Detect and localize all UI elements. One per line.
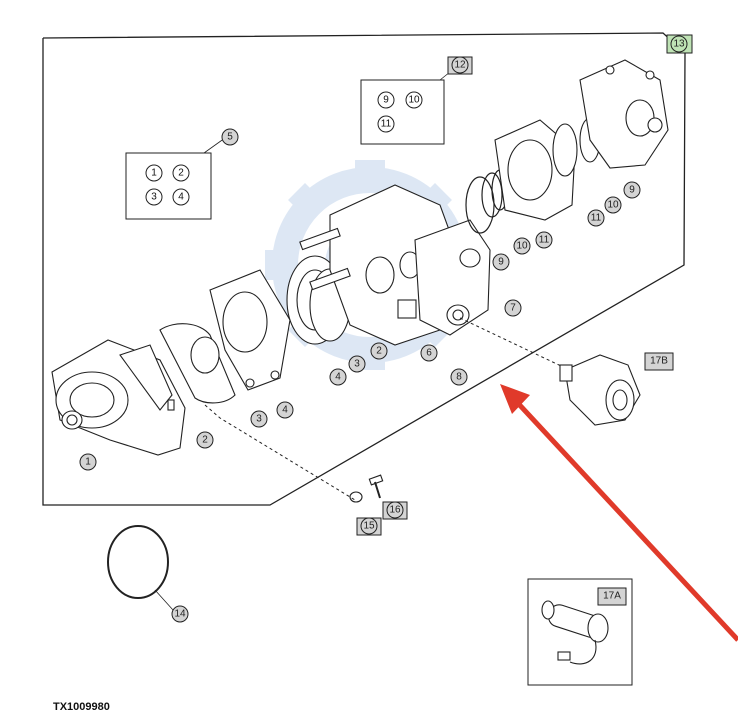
svg-text:6: 6: [426, 348, 432, 359]
svg-text:2: 2: [376, 346, 382, 357]
callout-14: 14: [171, 605, 189, 623]
red-pointer-arrow: [500, 384, 738, 642]
svg-text:10: 10: [607, 200, 619, 211]
svg-text:4: 4: [282, 405, 288, 416]
group12-item-11: 11: [381, 119, 392, 130]
callout-5: 5: [221, 128, 239, 146]
callout-10a: 10: [513, 237, 531, 255]
part-valve-block: [397, 219, 491, 336]
svg-text:5: 5: [227, 132, 233, 143]
callout-12: 12: [447, 56, 473, 75]
part-o-ring: [107, 525, 169, 599]
callout-3b: 3: [348, 355, 366, 373]
group5-item-2: 2: [178, 168, 184, 179]
callout-8: 8: [450, 368, 468, 386]
callout-9a: 9: [492, 253, 510, 271]
svg-text:17A: 17A: [603, 591, 621, 602]
svg-text:17B: 17B: [650, 356, 668, 367]
callout-15: 15: [356, 517, 382, 536]
callout-6: 6: [420, 344, 438, 362]
callout-13: 13: [666, 34, 693, 54]
svg-text:12: 12: [454, 60, 466, 71]
svg-text:13: 13: [673, 39, 685, 50]
part-rear-cover: [579, 59, 669, 169]
group5-item-1: 1: [151, 168, 157, 179]
svg-text:1: 1: [85, 457, 91, 468]
svg-text:8: 8: [456, 372, 462, 383]
callout-2: 2: [196, 431, 214, 449]
svg-text:4: 4: [335, 372, 341, 383]
group-box-12: 9 10 11: [360, 67, 456, 145]
group5-item-4: 4: [178, 192, 184, 203]
group12-item-9: 9: [383, 95, 389, 106]
svg-text:15: 15: [363, 521, 375, 532]
svg-text:10: 10: [516, 241, 528, 252]
svg-text:11: 11: [591, 213, 602, 224]
svg-text:9: 9: [498, 257, 504, 268]
svg-text:7: 7: [510, 303, 516, 314]
svg-text:11: 11: [539, 235, 550, 246]
group5-item-3: 3: [151, 192, 157, 203]
assembly-outline: [42, 32, 686, 506]
figure-id: TX1009980: [53, 701, 110, 713]
callout-7: 7: [504, 299, 522, 317]
callout-2b: 2: [370, 342, 388, 360]
part-front-housing: [51, 339, 186, 456]
callout-4a: 4: [276, 401, 294, 419]
part-gear-section: [159, 269, 291, 404]
callout-17b: 17B: [644, 352, 674, 371]
svg-text:3: 3: [354, 359, 360, 370]
group-box-5: 1 2 3 4: [125, 137, 226, 220]
callout-1: 1: [79, 453, 97, 471]
svg-text:16: 16: [389, 505, 401, 516]
part-rear-housing: [494, 117, 601, 221]
callout-11a: 11: [535, 231, 553, 249]
part-sensor-17b: [559, 354, 641, 426]
callout-4b: 4: [329, 368, 347, 386]
part-bolt-and-washer: [349, 474, 384, 503]
callout-16: 16: [382, 501, 408, 520]
callout-11b: 11: [587, 209, 605, 227]
callout-17a: 17A: [597, 587, 627, 606]
group12-item-10: 10: [408, 95, 420, 106]
svg-text:9: 9: [629, 185, 635, 196]
callout-3a: 3: [250, 410, 268, 428]
callout-9b: 9: [623, 181, 641, 199]
svg-text:14: 14: [174, 609, 186, 620]
svg-text:3: 3: [256, 414, 262, 425]
callout-10b: 10: [604, 196, 622, 214]
svg-text:2: 2: [202, 435, 208, 446]
callouts: 1 2 3 4 4 3 2 6 8 7 9 10 11 11 10 9 5 12…: [79, 34, 693, 623]
